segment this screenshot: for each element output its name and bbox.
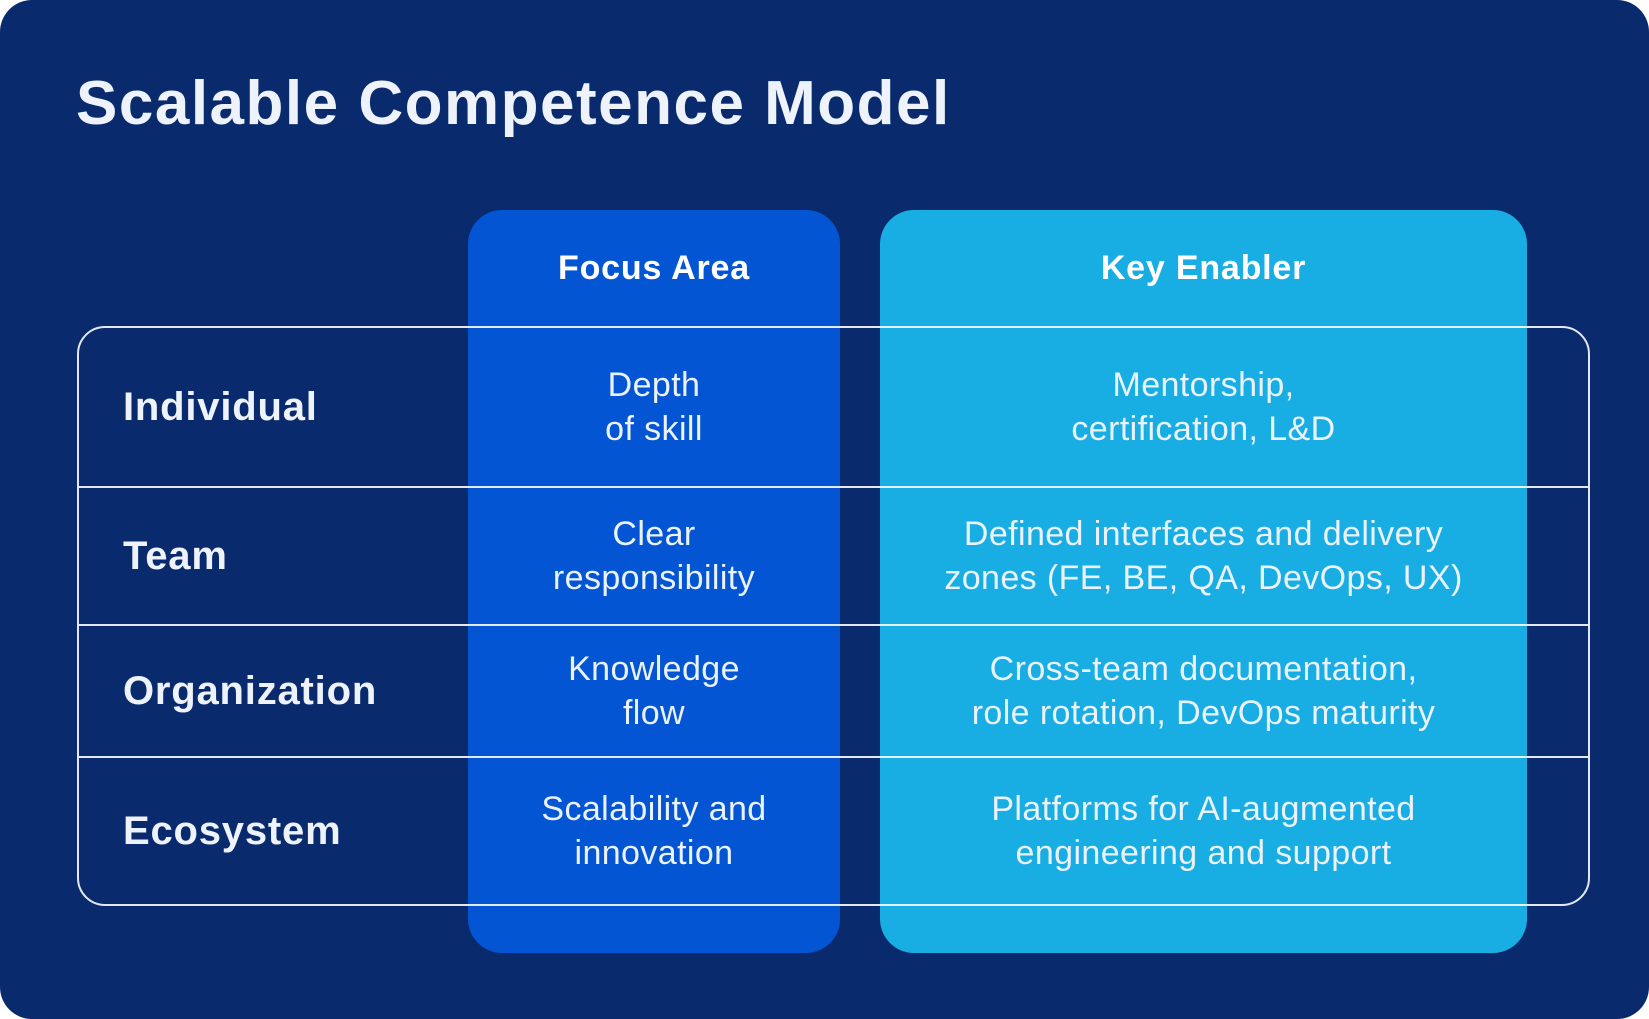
right-gap (1527, 626, 1588, 756)
key-enabler-header: Key Enabler (1100, 248, 1307, 287)
focus-cell: Clear responsibility (552, 514, 756, 597)
right-gap (1527, 758, 1588, 904)
focus-area-column: Focus Area (468, 210, 840, 953)
column-gap (840, 488, 880, 624)
table-row-ecosystem: Ecosystem Scalability and innovation Pla… (79, 756, 1588, 904)
focus-cell: Knowledge flow (568, 649, 740, 732)
key-enabler-column: Key Enabler (880, 210, 1527, 953)
row-label: Organization (123, 668, 378, 713)
table-row-team: Team Clear responsibility Defined interf… (79, 486, 1588, 624)
focus-area-header: Focus Area (558, 248, 750, 287)
column-gap (840, 626, 880, 756)
table-row-organization: Organization Knowledge flow Cross-team d… (79, 624, 1588, 756)
focus-cell: Depth of skill (605, 365, 703, 448)
right-gap (1527, 488, 1588, 624)
enabler-cell: Mentorship, certification, L&D (1071, 365, 1336, 448)
row-label: Team (123, 533, 228, 578)
page-title: Scalable Competence Model (76, 69, 951, 138)
right-gap (1527, 328, 1588, 486)
row-label: Ecosystem (123, 808, 342, 853)
column-gap (840, 328, 880, 486)
table-row-individual: Individual Depth of skill Mentorship, ce… (79, 328, 1588, 486)
competence-table: Individual Depth of skill Mentorship, ce… (77, 326, 1590, 906)
focus-cell: Scalability and innovation (541, 789, 767, 872)
enabler-cell: Defined interfaces and delivery zones (F… (944, 514, 1463, 597)
enabler-cell: Cross-team documentation, role rotation,… (971, 649, 1436, 732)
enabler-cell: Platforms for AI-augmented engineering a… (991, 789, 1416, 872)
column-gap (840, 758, 880, 904)
row-label: Individual (123, 384, 318, 429)
